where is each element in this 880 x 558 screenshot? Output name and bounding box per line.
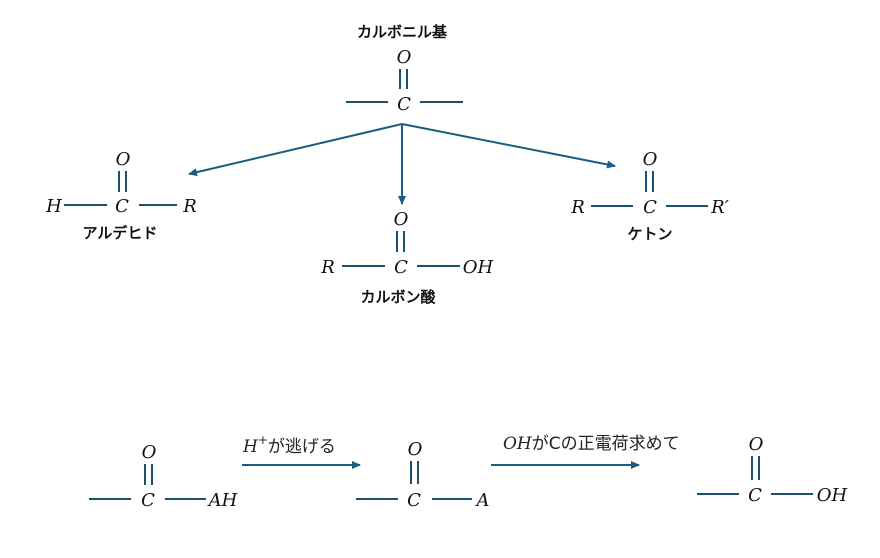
aldehyde-r-group: R: [182, 196, 197, 217]
carboxylic-carbon: C: [394, 257, 408, 278]
step2-text: がCの正電荷求めて: [532, 434, 680, 454]
acid-ah-group: AH: [207, 490, 238, 511]
anion-carbon: C: [407, 490, 421, 511]
step1-note: H+が逃げる: [242, 433, 336, 457]
product-structure: O C OH: [697, 434, 848, 506]
carboxylic-oxygen: O: [394, 209, 409, 230]
acid-oxygen: O: [142, 442, 157, 463]
step1-species: H: [242, 437, 259, 457]
aldehyde-label: アルデヒド: [83, 224, 158, 242]
carbonyl-oxygen: O: [397, 47, 412, 68]
ketone-label: ケトン: [627, 225, 672, 243]
carboxylic-r-group: R: [320, 257, 335, 278]
product-oxygen: O: [749, 434, 764, 455]
ketone-structure: O R C R′ ケトン: [570, 149, 729, 243]
step2-note: OHがCの正電荷求めて: [503, 434, 680, 454]
ketone-oxygen: O: [643, 149, 658, 170]
arrow-to-aldehyde: [188, 123, 403, 177]
carbonyl-carbon: C: [397, 94, 411, 115]
carbonyl-group: カルボニル基 O C: [346, 23, 463, 115]
ketone-r-group: R: [570, 197, 585, 218]
aldehyde-hydrogen: H: [45, 196, 62, 217]
carbonyl-title: カルボニル基: [357, 23, 448, 41]
acid-structure: O C AH: [89, 442, 238, 511]
acid-carbon: C: [141, 490, 155, 511]
carboxylic-hydroxyl: OH: [463, 257, 494, 278]
step1-text: が逃げる: [268, 437, 336, 457]
anion-a-group: A: [475, 490, 490, 511]
anion-oxygen: O: [408, 439, 423, 460]
aldehyde-structure: O H C R アルデヒド: [45, 149, 197, 242]
aldehyde-carbon: C: [115, 196, 129, 217]
anion-structure: O C A: [356, 439, 490, 511]
carboxylic-acid-structure: O R C OH カルボン酸: [320, 209, 493, 306]
arrow-to-ketone: [401, 123, 616, 169]
product-carbon: C: [748, 485, 762, 506]
carboxylic-acid-label: カルボン酸: [360, 288, 436, 306]
step2-species: OH: [503, 434, 533, 454]
ketone-carbon: C: [643, 197, 657, 218]
ketone-r-prime-group: R′: [710, 197, 729, 218]
product-hydroxyl: OH: [817, 485, 848, 506]
aldehyde-oxygen: O: [116, 149, 131, 170]
step1-superscript: +: [258, 433, 268, 447]
